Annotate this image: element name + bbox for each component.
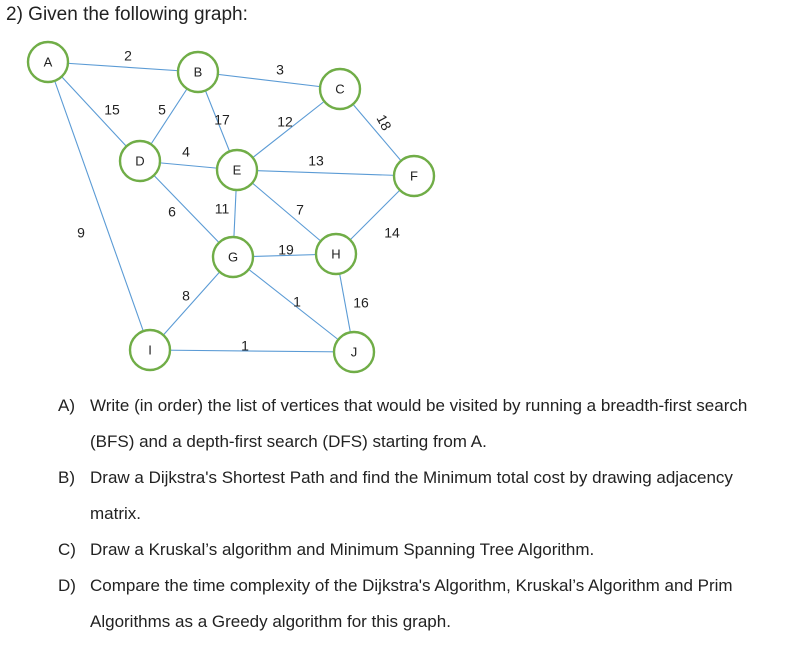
node-F: F bbox=[392, 154, 436, 198]
node-circle bbox=[318, 67, 362, 111]
edge-D-G bbox=[139, 160, 234, 258]
edge-weight-C-E: 12 bbox=[277, 114, 293, 130]
node-label: J bbox=[351, 344, 358, 359]
question-letter: A) bbox=[58, 396, 75, 415]
edge-weight-G-J: 1 bbox=[293, 294, 301, 310]
edge-weight-E-H: 7 bbox=[296, 202, 304, 218]
question-text: Write (in order) the list of vertices th… bbox=[90, 396, 748, 451]
question-c: C) Draw a Kruskal’s algorithm and Minimu… bbox=[58, 532, 773, 568]
node-circle bbox=[176, 50, 220, 94]
edge-weight-B-D: 5 bbox=[158, 102, 166, 118]
edge-weight-A-I: 9 bbox=[77, 225, 85, 241]
edge-B-C bbox=[197, 71, 341, 90]
node-B: B bbox=[176, 50, 220, 94]
node-label: E bbox=[233, 162, 242, 177]
node-circle bbox=[332, 330, 376, 374]
node-label: B bbox=[194, 64, 203, 79]
node-D: D bbox=[118, 139, 162, 183]
node-label: D bbox=[135, 153, 144, 168]
edge-weight-B-C: 3 bbox=[276, 62, 284, 78]
node-E: E bbox=[215, 148, 259, 192]
question-list: A) Write (in order) the list of vertices… bbox=[58, 388, 773, 640]
edge-E-H bbox=[236, 169, 337, 255]
page-heading: 2) Given the following graph: bbox=[6, 4, 248, 25]
edge-weight-A-D: 15 bbox=[104, 102, 120, 118]
edge-weight-B-E: 17 bbox=[214, 112, 230, 128]
edge-weight-G-H: 19 bbox=[278, 242, 294, 258]
edge-weight-D-G: 6 bbox=[168, 204, 176, 220]
node-C: C bbox=[318, 67, 362, 111]
node-circle bbox=[26, 40, 70, 84]
node-label: F bbox=[410, 168, 418, 183]
node-circle bbox=[314, 232, 358, 276]
question-letter: D) bbox=[58, 576, 76, 595]
question-text: Compare the time complexity of the Dijks… bbox=[90, 576, 733, 631]
node-label: H bbox=[331, 246, 340, 261]
node-label: C bbox=[335, 81, 344, 96]
node-circle bbox=[118, 139, 162, 183]
question-d: D) Compare the time complexity of the Di… bbox=[58, 568, 773, 640]
edge-G-J bbox=[232, 256, 355, 353]
node-A: A bbox=[26, 40, 70, 84]
edge-A-B bbox=[47, 61, 199, 73]
edge-C-E bbox=[236, 88, 341, 171]
node-circle bbox=[211, 235, 255, 279]
edge-weight-A-B: 2 bbox=[124, 48, 132, 64]
edge-weight-C-F: 18 bbox=[373, 112, 395, 133]
node-circle bbox=[392, 154, 436, 198]
edge-weight-E-F: 13 bbox=[308, 153, 324, 169]
edge-weight-D-E: 4 bbox=[182, 144, 190, 160]
question-a: A) Write (in order) the list of vertices… bbox=[58, 388, 773, 460]
question-letter: C) bbox=[58, 540, 76, 559]
question-b: B) Draw a Dijkstra's Shortest Path and f… bbox=[58, 460, 773, 532]
question-text: Draw a Dijkstra's Shortest Path and find… bbox=[90, 468, 733, 523]
question-letter: B) bbox=[58, 468, 75, 487]
node-label: A bbox=[44, 54, 53, 69]
weighted-graph-diagram: 2 15 9 3 5 17 12 18 4 6 13 11 7 14 19 8 1 16 1 A B C D E F G H I J bbox=[26, 40, 436, 374]
edge-weight-F-H: 14 bbox=[384, 225, 400, 241]
edge-weight-G-I: 8 bbox=[182, 288, 190, 304]
edge-weight-H-J: 16 bbox=[353, 295, 369, 311]
edge-weight-labels: 2 15 9 3 5 17 12 18 4 6 13 11 7 14 19 8 1 16 1 bbox=[77, 48, 400, 354]
node-label: G bbox=[228, 249, 238, 264]
node-G: G bbox=[211, 235, 255, 279]
graph-nodes: A B C D E F G H I J bbox=[26, 40, 436, 374]
edge-A-D bbox=[47, 61, 141, 162]
node-H: H bbox=[314, 232, 358, 276]
node-circle bbox=[128, 328, 172, 372]
node-label: I bbox=[148, 342, 152, 357]
edge-A-I bbox=[47, 61, 151, 351]
node-I: I bbox=[128, 328, 172, 372]
edge-I-J bbox=[149, 349, 355, 353]
node-circle bbox=[215, 148, 259, 192]
edge-weight-E-G: 11 bbox=[215, 201, 230, 217]
node-J: J bbox=[332, 330, 376, 374]
question-text: Draw a Kruskal’s algorithm and Minimum S… bbox=[90, 540, 595, 559]
edge-E-F bbox=[236, 169, 415, 177]
edge-weight-I-J: 1 bbox=[241, 338, 249, 354]
